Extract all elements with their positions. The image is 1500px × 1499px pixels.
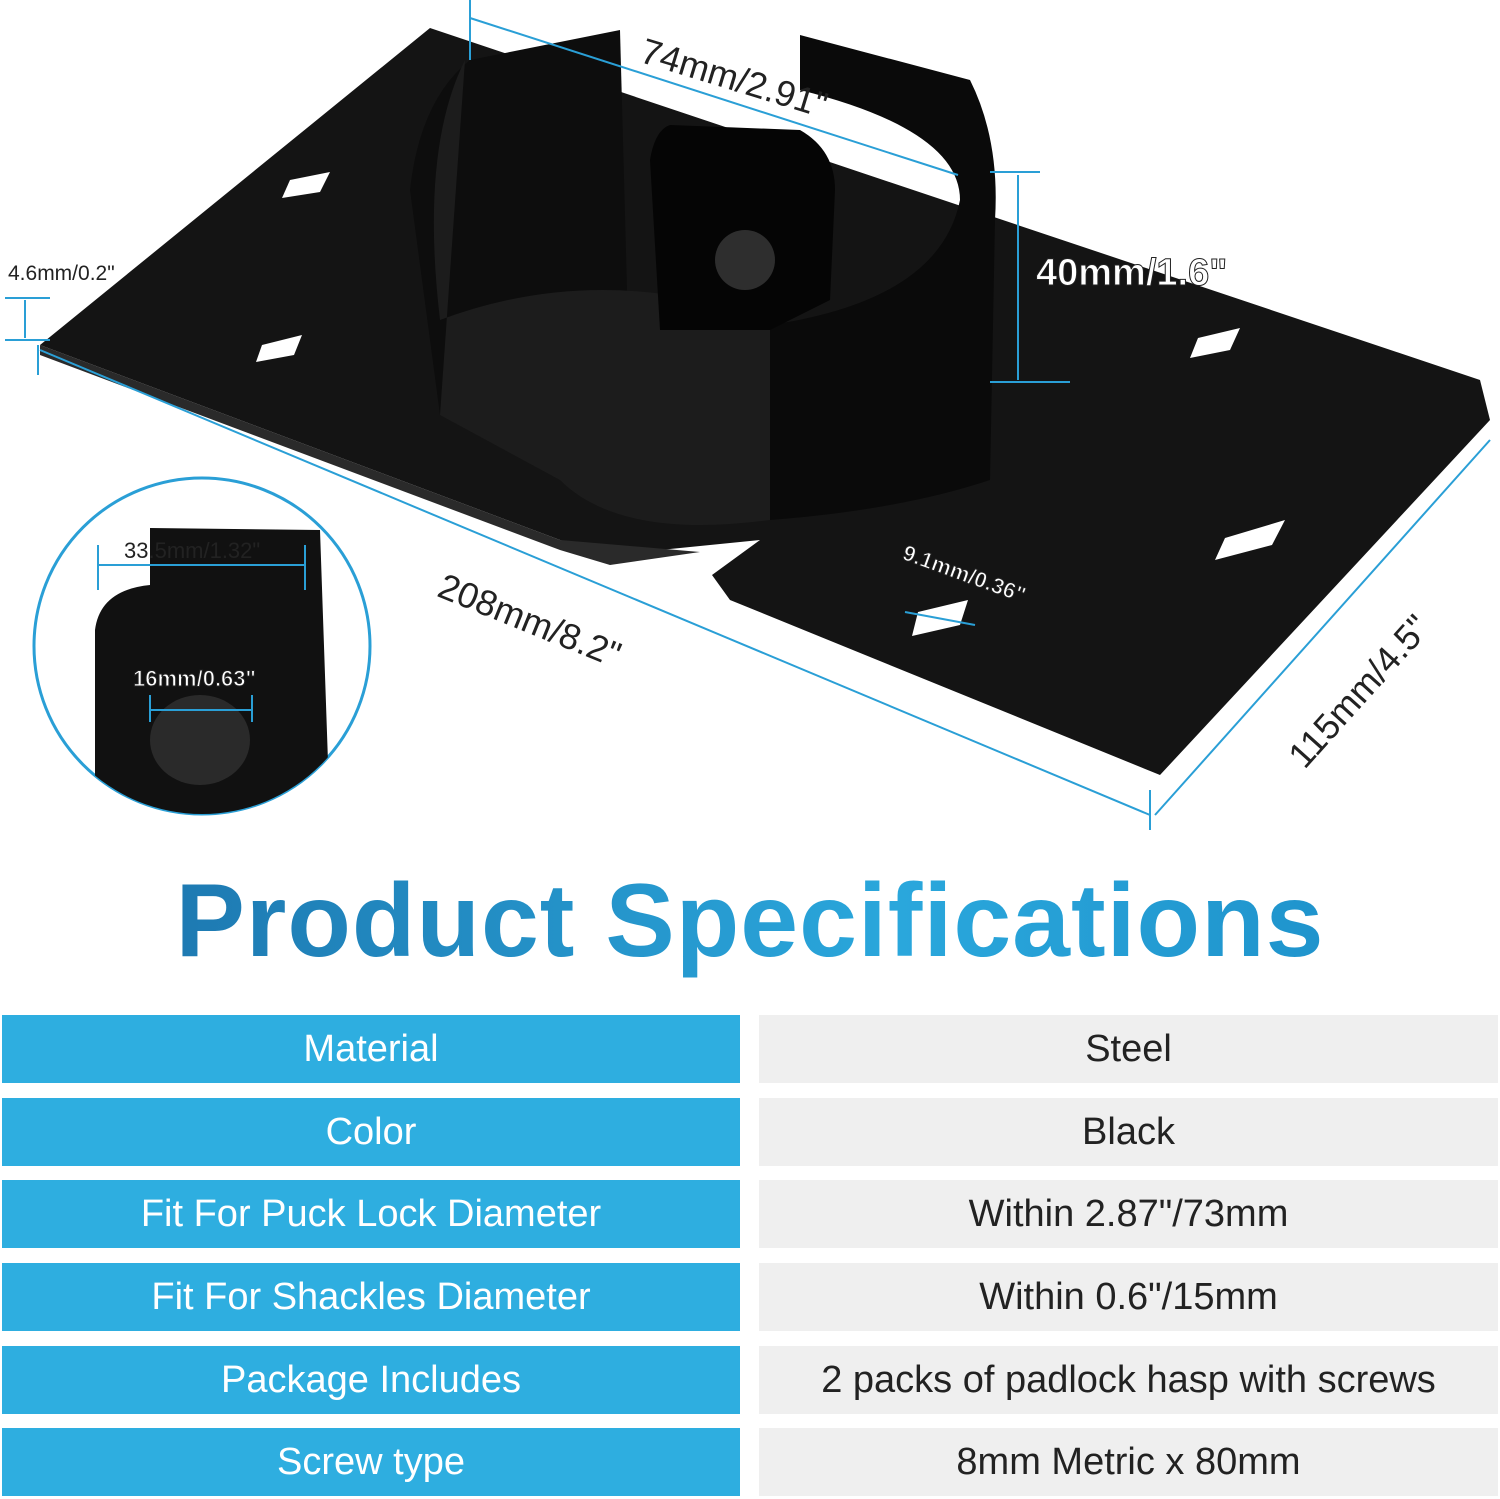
- spec-row: Screw type 8mm Metric x 80mm: [2, 1428, 1498, 1496]
- spec-row: Material Steel: [2, 1015, 1498, 1083]
- thickness-label: 4.6mm/0.2": [8, 262, 115, 285]
- spec-label: Package Includes: [2, 1346, 740, 1414]
- spec-value: Black: [759, 1098, 1498, 1166]
- spec-row: Package Includes 2 packs of padlock hasp …: [2, 1346, 1498, 1414]
- spec-label: Material: [2, 1015, 740, 1083]
- spec-label: Screw type: [2, 1428, 740, 1496]
- page-title: Product Specifications: [0, 862, 1500, 981]
- product-illustration: [5, 0, 1491, 830]
- spec-value: Within 2.87"/73mm: [759, 1180, 1498, 1248]
- spec-row: Fit For Puck Lock Diameter Within 2.87"/7…: [2, 1180, 1498, 1248]
- shackle-tab: [650, 125, 835, 330]
- spec-label: Fit For Shackles Diameter: [2, 1263, 740, 1331]
- clip-height-label: 40mm/1.6": [1035, 252, 1228, 295]
- spec-value: 8mm Metric x 80mm: [759, 1428, 1498, 1496]
- dimension-lines: [5, 0, 1491, 830]
- tab-width-label: 33.5mm/1.32": [124, 538, 261, 563]
- spec-label: Color: [2, 1098, 740, 1166]
- spec-row: Fit For Shackles Diameter Within 0.6"/15m…: [2, 1263, 1498, 1331]
- spec-row: Color Black: [2, 1098, 1498, 1166]
- spec-value: Steel: [759, 1015, 1498, 1083]
- spec-value: Within 0.6"/15mm: [759, 1263, 1498, 1331]
- spec-value: 2 packs of padlock hasp with screws: [759, 1346, 1498, 1414]
- tab-hole-label: 16mm/0.63": [133, 666, 257, 692]
- spec-label: Fit For Puck Lock Diameter: [2, 1180, 740, 1248]
